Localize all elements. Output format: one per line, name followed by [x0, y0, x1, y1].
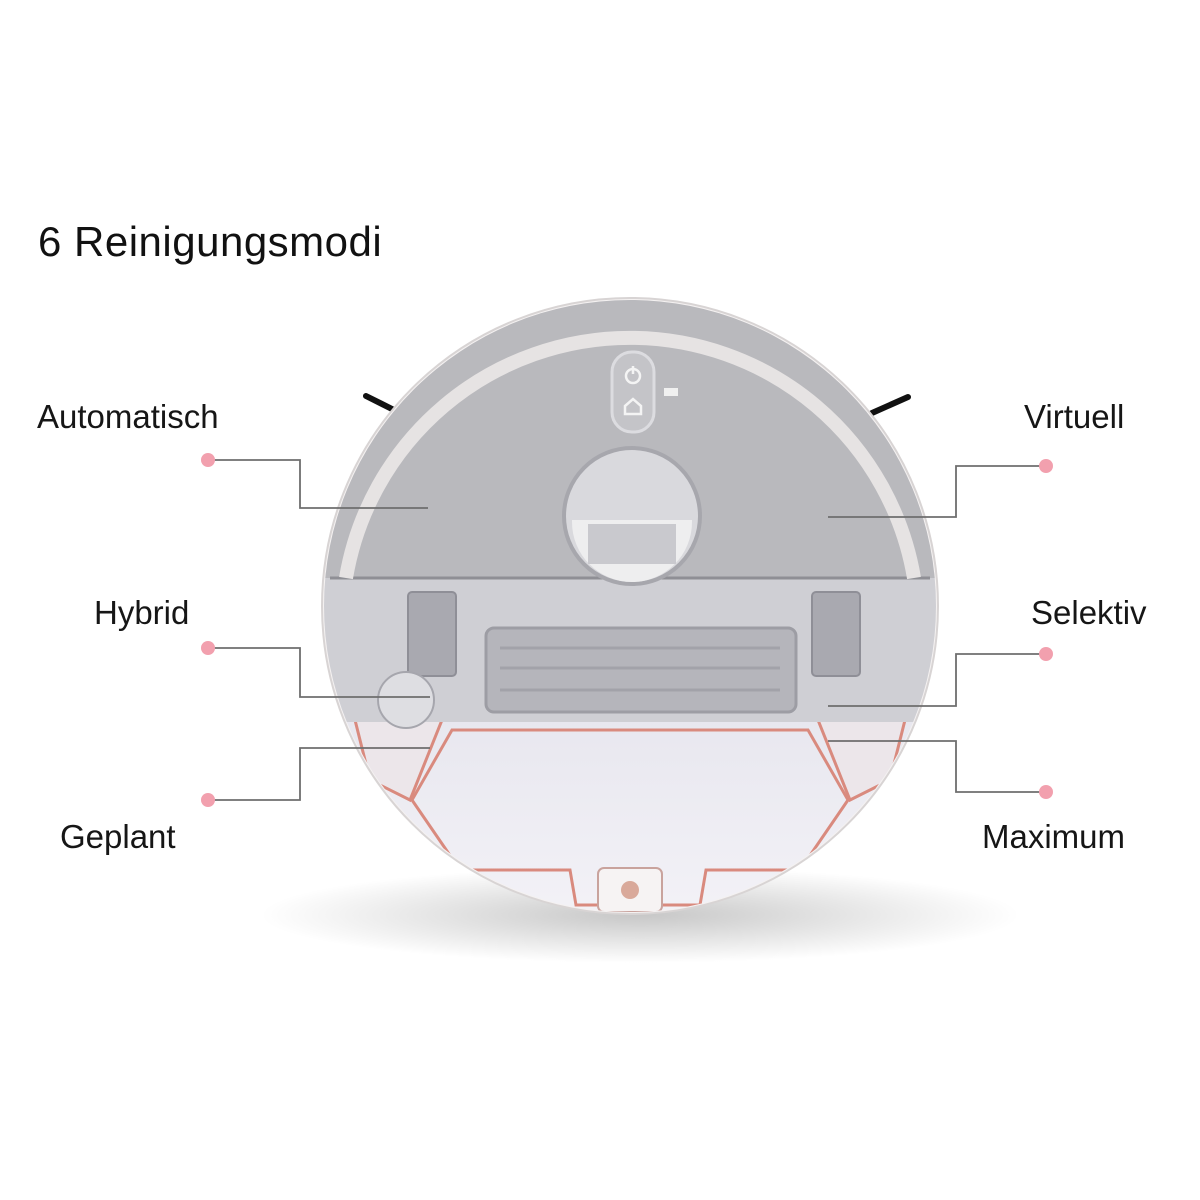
- mode-label-virtuell: Virtuell: [1024, 398, 1125, 435]
- mode-label-maximum: Maximum: [982, 818, 1126, 855]
- leader-lines: [208, 459, 1046, 801]
- page-title: 6 Reinigungsmodi: [38, 218, 383, 265]
- power-icon: [624, 366, 642, 385]
- robot-top-cover: [324, 300, 936, 578]
- home-icon: [623, 397, 643, 416]
- bin-latch-knob: [621, 881, 639, 899]
- marker-geplant: [201, 793, 215, 807]
- marker-maximum: [1039, 785, 1053, 799]
- right-wheel-module: [811, 591, 861, 677]
- left-wheel-module: [407, 591, 457, 677]
- mode-label-automatisch: Automatisch: [37, 398, 219, 435]
- marker-automatisch: [201, 453, 215, 467]
- control-panel: [610, 350, 656, 434]
- mode-label-geplant: Geplant: [60, 818, 176, 855]
- robot-shadow: [260, 867, 1020, 963]
- left-caster: [377, 671, 435, 729]
- marker-selektiv: [1039, 647, 1053, 661]
- mode-markers: [201, 453, 1053, 807]
- brand-logo-icon: [664, 388, 678, 396]
- mode-label-hybrid: Hybrid: [94, 594, 190, 631]
- side-brush-right: [869, 394, 911, 416]
- main-roller-brush: [484, 626, 798, 714]
- marker-virtuell: [1039, 459, 1053, 473]
- marker-hybrid: [201, 641, 215, 655]
- mode-label-selektiv: Selektiv: [1031, 594, 1147, 631]
